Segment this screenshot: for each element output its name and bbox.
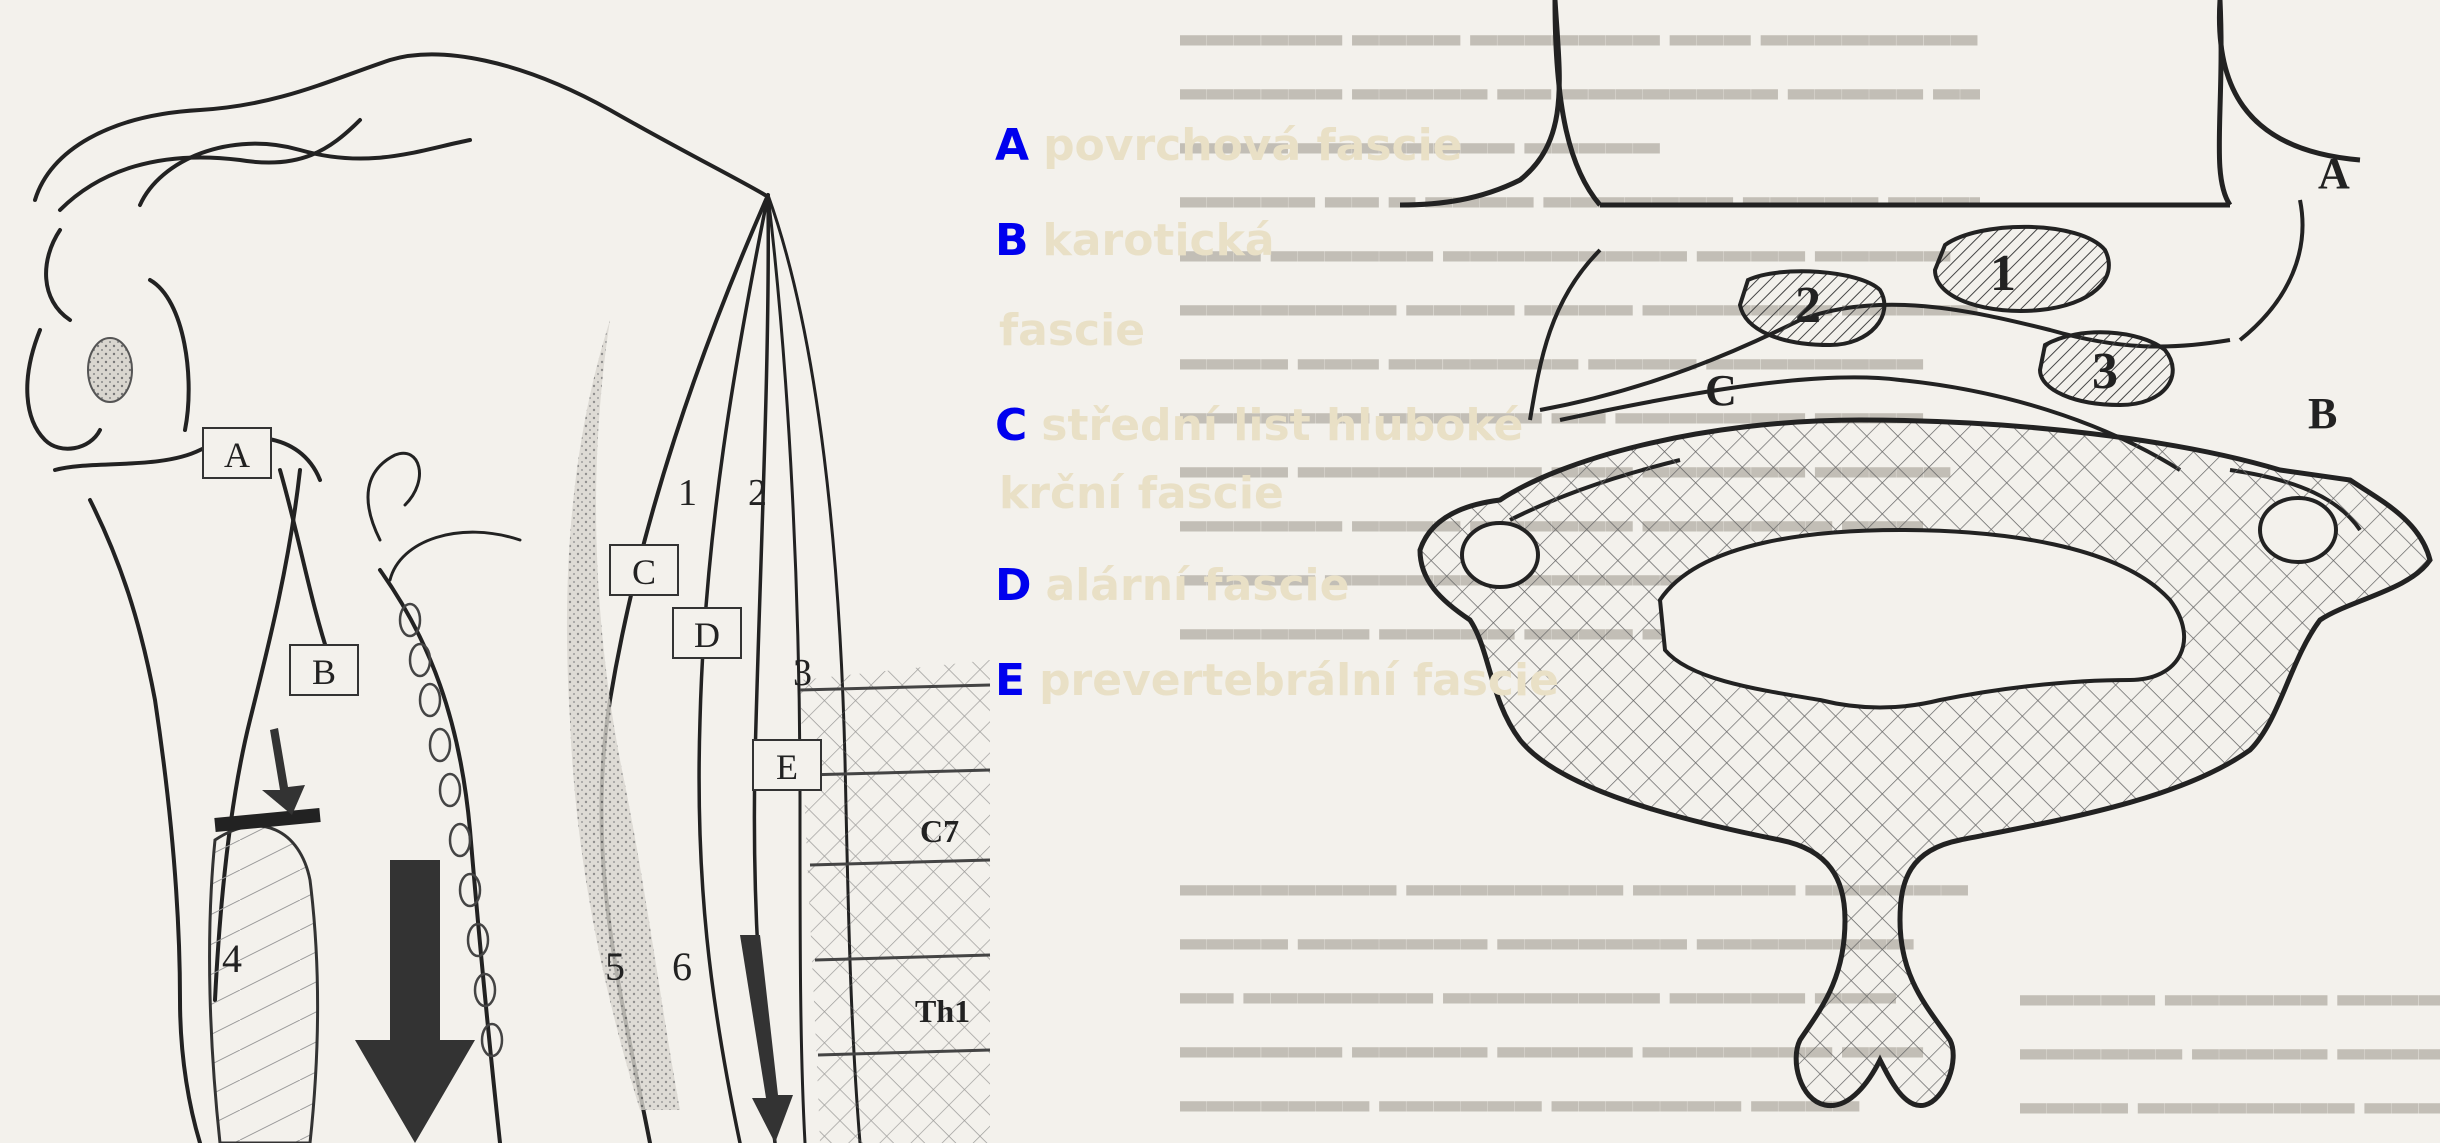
stippled-space [567,320,680,1110]
legend-letter: B [995,215,1029,266]
region-label-5: 5 [605,944,625,989]
box-label-c: C [632,552,656,592]
legend-letter: E [995,655,1025,706]
legend-text-continuation: fascie [999,305,1145,356]
legend-text: střední list hluboké [1041,400,1523,451]
legend-text: prevertebrální fascie [1039,655,1559,706]
posterior-arrow-icon [740,935,793,1143]
region-label-c7: C7 [920,813,959,849]
compartment-label-3: 3 [2092,343,2118,400]
legend-letter: A [995,120,1029,171]
small-arrow-icon [262,728,305,815]
fascia-label-b: B [2308,389,2337,438]
legend-text: povrchová fascie [1043,120,1462,171]
barrier-bar [215,815,320,825]
box-label-d: D [694,615,720,655]
fascia-label-c: C [1705,366,1737,415]
sagittal-neck-section [27,54,860,1143]
large-down-arrow-icon [355,860,475,1143]
boxed-labels [203,428,821,790]
legend-text: karotická [1043,215,1275,266]
box-label-a: A [224,435,250,475]
legend-text-continuation: krční fascie [999,468,1284,519]
compartment-label-2: 2 [1795,277,1821,334]
box-label-e: E [776,747,798,787]
legend-letter: D [995,560,1032,611]
axial-neck-section [1400,0,2430,1106]
legend-letter: C [995,400,1027,451]
organ-4 [210,826,318,1143]
vertebral-column [800,660,990,1143]
region-label-6: 6 [672,944,692,989]
region-label-3: 3 [793,652,812,694]
region-label-th1: Th1 [915,993,970,1029]
region-label-4: 4 [222,936,242,981]
fascia-label-a: A [2318,149,2350,198]
compartment-label-1: 1 [1990,245,2016,302]
hyoid-shape [88,338,132,402]
region-label-1: 1 [678,472,697,514]
region-label-2: 2 [748,472,767,514]
box-label-b: B [312,652,336,692]
legend-text: alární fascie [1046,560,1350,611]
